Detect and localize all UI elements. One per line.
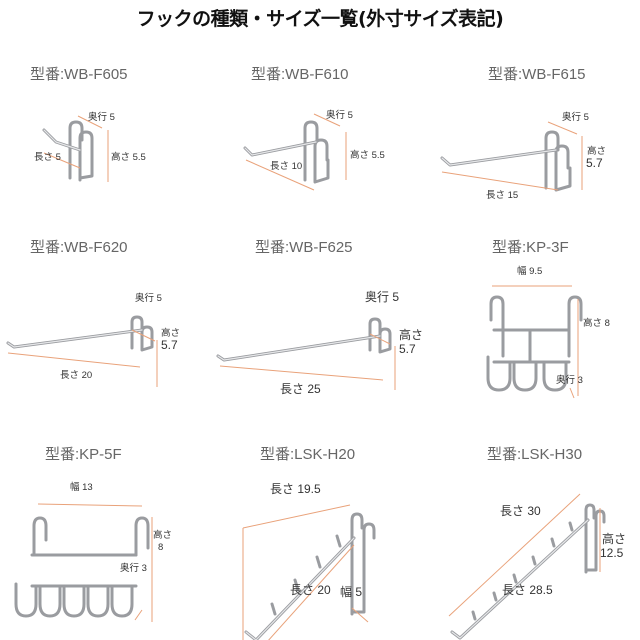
length-top-label: 長さ 30 — [500, 504, 541, 518]
height-label: 高さ — [161, 328, 181, 339]
width-label: 幅 13 — [70, 482, 93, 493]
width-label: 幅 9.5 — [517, 266, 543, 277]
depth-label: 奥行 5 — [365, 290, 400, 304]
hook-image-kp-5f — [14, 503, 153, 622]
hook-image-lsk-h20 — [242, 504, 376, 640]
height-value: 5.7 — [399, 342, 416, 356]
model-label-wb-f625: 型番:WB-F625 — [255, 239, 353, 256]
hook-image-wb-f610 — [243, 113, 347, 191]
length-label: 長さ 25 — [280, 382, 321, 396]
depth-label: 奥行 5 — [88, 112, 115, 123]
hook-image-kp-3f — [486, 285, 583, 399]
model-label-wb-f615: 型番:WB-F615 — [488, 66, 586, 83]
length-label: 長さ 28.5 — [502, 583, 553, 597]
length-label: 長さ 10 — [270, 161, 303, 172]
height-value: 5.7 — [586, 156, 603, 170]
model-label-wb-f620: 型番:WB-F620 — [30, 239, 128, 256]
depth-label: 奥行 5 — [135, 293, 162, 304]
depth-label: 奥行 3 — [556, 375, 583, 386]
model-label-kp-3f: 型番:KP-3F — [492, 239, 569, 256]
length-label: 長さ 20 — [60, 370, 93, 381]
hook-image-wb-f615 — [440, 121, 583, 192]
height-label: 高さ 5.5 — [111, 152, 146, 163]
height-label: 高さ — [602, 532, 627, 546]
length-top-label: 長さ 19.5 — [270, 482, 321, 496]
height-value: 8 — [158, 542, 164, 553]
model-label-wb-f610: 型番:WB-F610 — [251, 66, 349, 83]
page-title: フックの種類・サイズ一覧(外寸サイズ表記) — [136, 8, 504, 30]
height-label: 高さ — [587, 146, 607, 157]
height-label: 高さ — [399, 328, 424, 342]
length-label: 長さ 20 — [290, 583, 331, 597]
length-label: 長さ 5 — [34, 152, 61, 163]
depth-label: 奥行 3 — [120, 563, 147, 574]
model-label-wb-f605: 型番:WB-F605 — [30, 66, 128, 83]
hook-image-wb-f620 — [6, 315, 158, 387]
height-value: 12.5 — [600, 546, 624, 560]
width-label: 幅 5 — [340, 585, 363, 599]
height-label: 高さ 5.5 — [350, 150, 385, 161]
model-label-lsk-h20: 型番:LSK-H20 — [260, 446, 356, 463]
model-label-kp-5f: 型番:KP-5F — [45, 446, 122, 463]
height-label: 高さ — [153, 530, 173, 541]
height-label: 高さ 8 — [583, 318, 610, 329]
depth-label: 奥行 5 — [326, 110, 353, 121]
height-value: 5.7 — [161, 338, 178, 352]
length-label: 長さ 15 — [486, 190, 519, 201]
hook-image-lsk-h30 — [448, 493, 606, 640]
hook-image-wb-f605 — [42, 115, 109, 182]
hook-image-wb-f625 — [216, 317, 396, 390]
model-label-lsk-h30: 型番:LSK-H30 — [487, 446, 583, 463]
depth-label: 奥行 5 — [562, 112, 589, 123]
